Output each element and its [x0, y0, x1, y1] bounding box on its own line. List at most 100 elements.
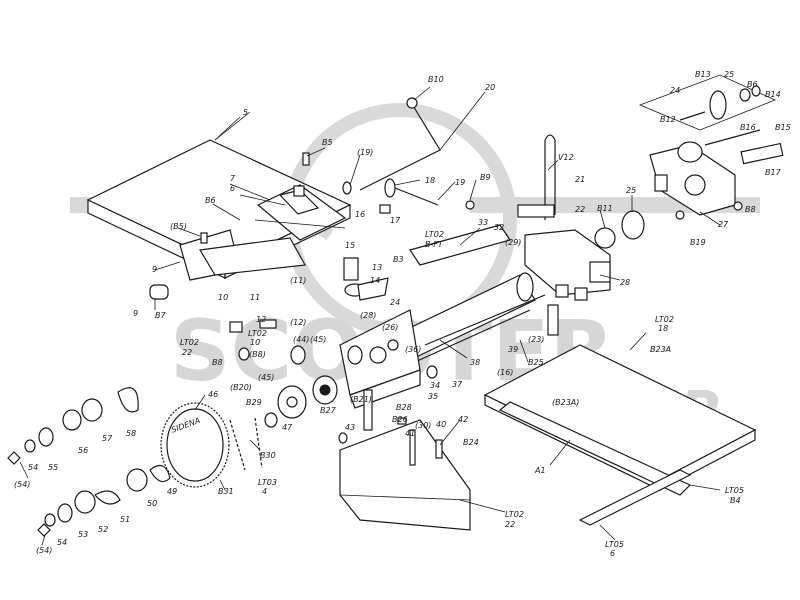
label-45: (45): [258, 373, 274, 382]
label-58: 58: [126, 429, 136, 438]
label-19: 19: [455, 178, 465, 187]
small-parts: [200, 152, 743, 466]
label-B3: B3: [393, 255, 404, 264]
label-B20: (B20): [230, 383, 252, 392]
label-B14: B14: [765, 90, 781, 99]
label-44: (44): [293, 335, 309, 344]
label-LT03: LT03: [258, 478, 277, 487]
label-5: 5: [243, 108, 248, 117]
label-B11: B11: [597, 204, 613, 213]
label-35: 35: [428, 392, 438, 401]
label-53: 53: [78, 530, 88, 539]
leader-lines: [19, 86, 721, 546]
label-B10: B10: [428, 75, 444, 84]
label-54c: 54: [57, 538, 67, 547]
label-18: 18: [425, 176, 435, 185]
label-LT05a: LT05: [725, 486, 744, 495]
label-B8c: B8: [745, 205, 756, 214]
label-9a: 9: [152, 265, 157, 274]
label-10: 10: [218, 293, 228, 302]
label-9b: 9: [133, 309, 138, 318]
label-36: (36): [405, 345, 421, 354]
label-19p: (19): [357, 148, 373, 157]
label-6b: 6: [610, 549, 615, 558]
label-41: 41: [405, 429, 415, 438]
label-33: 33: [478, 218, 488, 227]
label-B13: B13: [695, 70, 711, 79]
sprocket-chain: [229, 345, 363, 471]
label-B5b: (B5): [170, 222, 187, 231]
label-46: 46: [208, 390, 218, 399]
label-12b: (12): [290, 318, 306, 327]
label-16b: (16): [497, 368, 513, 377]
label-57: 57: [102, 434, 113, 443]
label-47: 47: [282, 423, 293, 432]
label-B25: B25: [528, 358, 544, 367]
label-B31: B31: [218, 487, 234, 496]
label-B19: B19: [690, 238, 706, 247]
label-B15: B15: [775, 123, 791, 132]
label-B9: B9: [480, 173, 491, 182]
label-16: 16: [355, 210, 365, 219]
label-B4: B4: [730, 496, 741, 505]
label-56: 56: [78, 446, 88, 455]
label-12: 12: [256, 315, 266, 324]
label-V12: V12: [558, 153, 574, 162]
label-B21: (B21): [350, 395, 372, 404]
label-22b: 22: [505, 520, 515, 529]
label-B30: B30: [260, 451, 276, 460]
label-43: 43: [345, 423, 355, 432]
label-17: 17: [390, 216, 401, 225]
label-LT02a: LT02: [180, 338, 199, 347]
base-plate: [149, 229, 306, 300]
label-24b: 24: [670, 86, 680, 95]
label-54b: (54): [14, 480, 30, 489]
label-B27: B27: [320, 406, 337, 415]
label-B16: B16: [740, 123, 756, 132]
label-B6b: B6: [747, 80, 758, 89]
label-LT05b: LT05: [605, 540, 624, 549]
label-27: 27: [718, 220, 729, 229]
saw-blade: SIDENA: [160, 402, 230, 488]
label-4: 4: [262, 487, 267, 496]
label-B26: B26: [392, 415, 408, 424]
label-28p: (28): [360, 311, 376, 320]
label-11b: (11): [290, 276, 306, 285]
label-54: 54: [28, 463, 38, 472]
label-B7: B7: [155, 311, 166, 320]
label-26: (26): [382, 323, 398, 332]
label-LT02c: LT02: [425, 230, 444, 239]
base-frame: [483, 344, 757, 526]
label-13: 13: [372, 263, 382, 272]
gear-group: [594, 74, 784, 249]
label-B8b: (B8): [249, 350, 266, 359]
label-45b: (45): [310, 335, 326, 344]
label-55: 55: [48, 463, 58, 472]
label-37: 37: [452, 380, 463, 389]
label-30: (30): [415, 421, 431, 430]
label-B8: B8: [212, 358, 223, 367]
label-54d: (54): [36, 546, 52, 555]
label-11: 11: [250, 293, 260, 302]
label-42: 42: [458, 415, 468, 424]
upper-washer-stack: [7, 387, 139, 465]
label-22: 22: [575, 205, 585, 214]
label-LT02b: LT02: [248, 329, 267, 338]
label-20: 20: [485, 83, 495, 92]
label-39: 39: [508, 345, 518, 354]
rip-fence: [254, 184, 347, 241]
label-B5: B5: [322, 138, 333, 147]
label-21: 21: [575, 175, 585, 184]
label-B23Ab: (B23A): [552, 398, 579, 407]
label-14: 14: [370, 276, 380, 285]
label-BFT: B-FT: [425, 240, 444, 249]
hanger-rod: [517, 134, 556, 220]
label-10b: 10: [250, 338, 260, 347]
label-24: 24: [390, 298, 400, 307]
label-7: 7: [230, 174, 236, 183]
label-LT02d: LT02: [655, 315, 674, 324]
label-B17: B17: [765, 168, 782, 177]
right-housing: [524, 229, 611, 301]
